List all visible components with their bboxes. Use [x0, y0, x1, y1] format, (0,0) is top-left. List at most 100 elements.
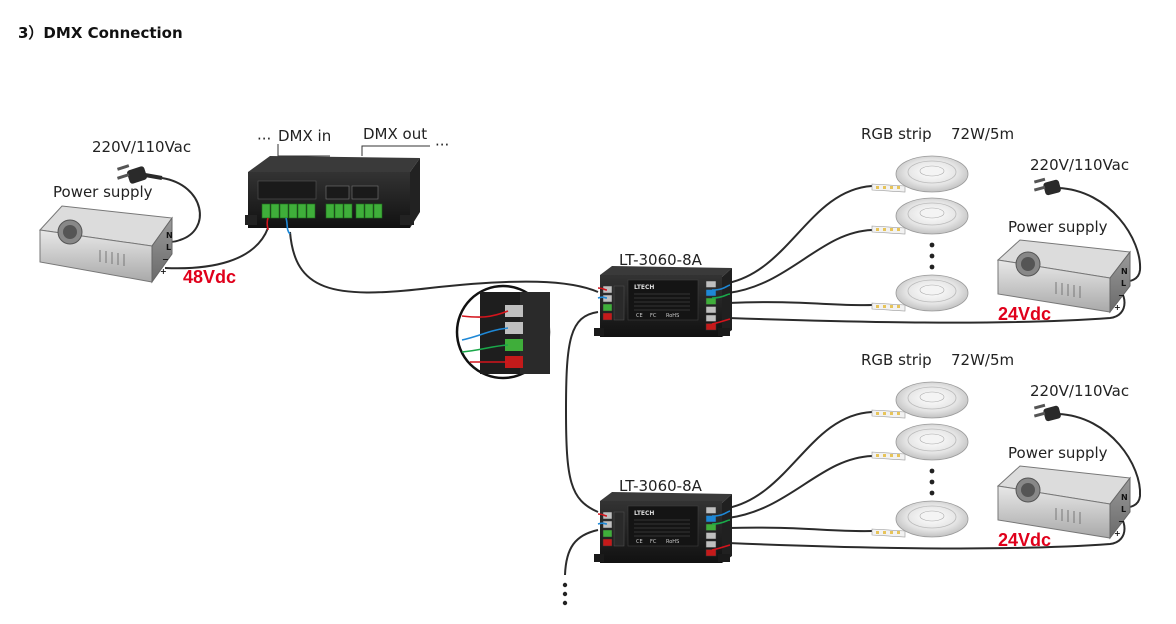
- controller-input-terminal: [602, 303, 613, 312]
- controller-output-terminal: [705, 506, 717, 514]
- dmx-cable-to-controller-2: [564, 311, 599, 513]
- rohs-mark: RoHS: [666, 539, 679, 545]
- mains-label: 220V/110Vac: [1030, 156, 1129, 174]
- left-terminal-minus: −: [162, 255, 169, 264]
- controller-output-terminal: [705, 289, 717, 297]
- dmx-dots-right: ···: [435, 136, 449, 154]
- dmx-output-terminal: [325, 203, 383, 219]
- plug-icon: [116, 164, 163, 184]
- more-strips-dot: [929, 253, 935, 259]
- ctrl1-strip-3-cable: [727, 301, 873, 307]
- left-terminal-n: N: [166, 231, 173, 240]
- more-strips-dot: [929, 479, 935, 485]
- ctrl2-dc-cable: [727, 510, 1126, 550]
- ctrl2-strip-2-cable: [727, 455, 873, 519]
- terminal-plus: +: [1114, 529, 1121, 538]
- led-controller: LTECH CE FC RoHS: [594, 492, 732, 563]
- power-supply: NL−+: [996, 465, 1131, 540]
- ctrl2-strip-1-cable: [727, 411, 873, 509]
- rgb-strip-reel: [871, 500, 969, 538]
- plug-icon: [1033, 403, 1061, 422]
- strip-label: RGB strip: [861, 125, 932, 143]
- controller-input-terminal: [602, 294, 613, 303]
- fc-mark: FC: [650, 313, 657, 319]
- terminal-slot: [364, 203, 374, 219]
- terminal-slot: [288, 203, 298, 219]
- terminal-l: L: [1121, 279, 1126, 288]
- terminal-minus: −: [1118, 291, 1125, 300]
- controller-group-2: LT-3060-8A LTECH CE FC RoHS RGB strip 72W/5m 22…: [594, 351, 1131, 563]
- controller-model-label: LT-3060-8A: [619, 477, 703, 495]
- terminal-slot: [334, 203, 344, 219]
- dmx-out-label: DMX out: [363, 125, 427, 143]
- strip-power-label: 72W/5m: [951, 125, 1014, 143]
- dmx-input-terminal: [261, 203, 316, 235]
- controller-output-terminal: [705, 323, 717, 331]
- controller-input-terminal: [602, 520, 613, 529]
- terminal-l: L: [1121, 505, 1126, 514]
- dmx-unit: ··· DMX in DMX out ···: [245, 125, 449, 235]
- ce-mark: CE: [636, 539, 643, 545]
- section-heading: 3）DMX Connection: [18, 24, 183, 42]
- power-supply: NL − +: [996, 239, 1131, 314]
- controller-output-terminal: [705, 280, 717, 288]
- rgb-strip-reel: [871, 381, 969, 419]
- strip-label: RGB strip: [861, 351, 932, 369]
- mains-label: 220V/110Vac: [1030, 382, 1129, 400]
- output-voltage: 24Vdc: [998, 530, 1051, 550]
- wiring: [161, 177, 1142, 606]
- ctrl1-strip-2-cable: [727, 229, 873, 294]
- controller-input-terminal: [602, 312, 613, 321]
- rgb-strip-reel: [871, 274, 969, 312]
- led-controller: LTECH CE FC RoHS: [594, 266, 732, 337]
- controller-output-terminal: [705, 549, 717, 557]
- strip-power-label: 72W/5m: [951, 351, 1014, 369]
- terminal-slot: [343, 203, 353, 219]
- ctrl2-strip-3-cable: [727, 526, 873, 533]
- dmx-in-label: DMX in: [278, 127, 331, 145]
- plug-icon: [1033, 177, 1061, 196]
- dmx-dots-left: ···: [257, 130, 271, 148]
- terminal-slot: [325, 203, 335, 219]
- controller-output-terminal: [705, 306, 717, 314]
- dmx-cable-to-controller-1: [289, 231, 599, 294]
- left-dc-cable: [164, 227, 269, 270]
- terminal-slot: [373, 203, 383, 219]
- fc-mark: FC: [650, 539, 657, 545]
- output-voltage: 24Vdc: [998, 304, 1051, 324]
- left-power-supply: 220V/110Vac Power supply N L − + 48Vdc: [38, 138, 236, 287]
- controller-groups: LT-3060-8A LTECH CE FC RoHS RGB strip 72W/5m 22…: [594, 125, 1131, 563]
- controller-output-terminal: [705, 314, 717, 322]
- rgb-strip-reel: [871, 423, 969, 461]
- controller-input-terminal: [602, 538, 613, 547]
- terminal-slot: [355, 203, 365, 219]
- ctrl1-strip-1-cable: [727, 185, 873, 284]
- terminal-slot: [270, 203, 280, 219]
- brand-label: LTECH: [634, 510, 654, 517]
- brand-label: LTECH: [634, 284, 654, 291]
- rgb-strip-reel: [871, 155, 969, 193]
- terminal-n: N: [1121, 267, 1128, 276]
- left-terminal-plus: +: [160, 267, 167, 276]
- controller-output-terminal: [705, 297, 717, 305]
- rgb-strip-reel: [871, 197, 969, 235]
- dmx-cable-onward: [564, 529, 599, 576]
- terminal-slot: [279, 203, 289, 219]
- terminal-minus: −: [1118, 517, 1125, 526]
- left-mains-label: 220V/110Vac: [92, 138, 191, 156]
- supply-name: Power supply: [1008, 218, 1108, 236]
- more-strips-dot: [929, 468, 935, 474]
- more-strips-dot: [929, 264, 935, 270]
- left-terminal-l: L: [166, 243, 171, 252]
- more-strips-dot: [929, 490, 935, 496]
- controller-output-terminal: [705, 540, 717, 548]
- left-output-voltage: 48Vdc: [183, 267, 236, 287]
- terminal-detail-zoom: [455, 284, 551, 380]
- terminal-plus: +: [1114, 303, 1121, 312]
- supply-name: Power supply: [1008, 444, 1108, 462]
- ce-mark: CE: [636, 313, 643, 319]
- ctrl1-dc-cable: [727, 284, 1126, 324]
- rohs-mark: RoHS: [666, 313, 679, 319]
